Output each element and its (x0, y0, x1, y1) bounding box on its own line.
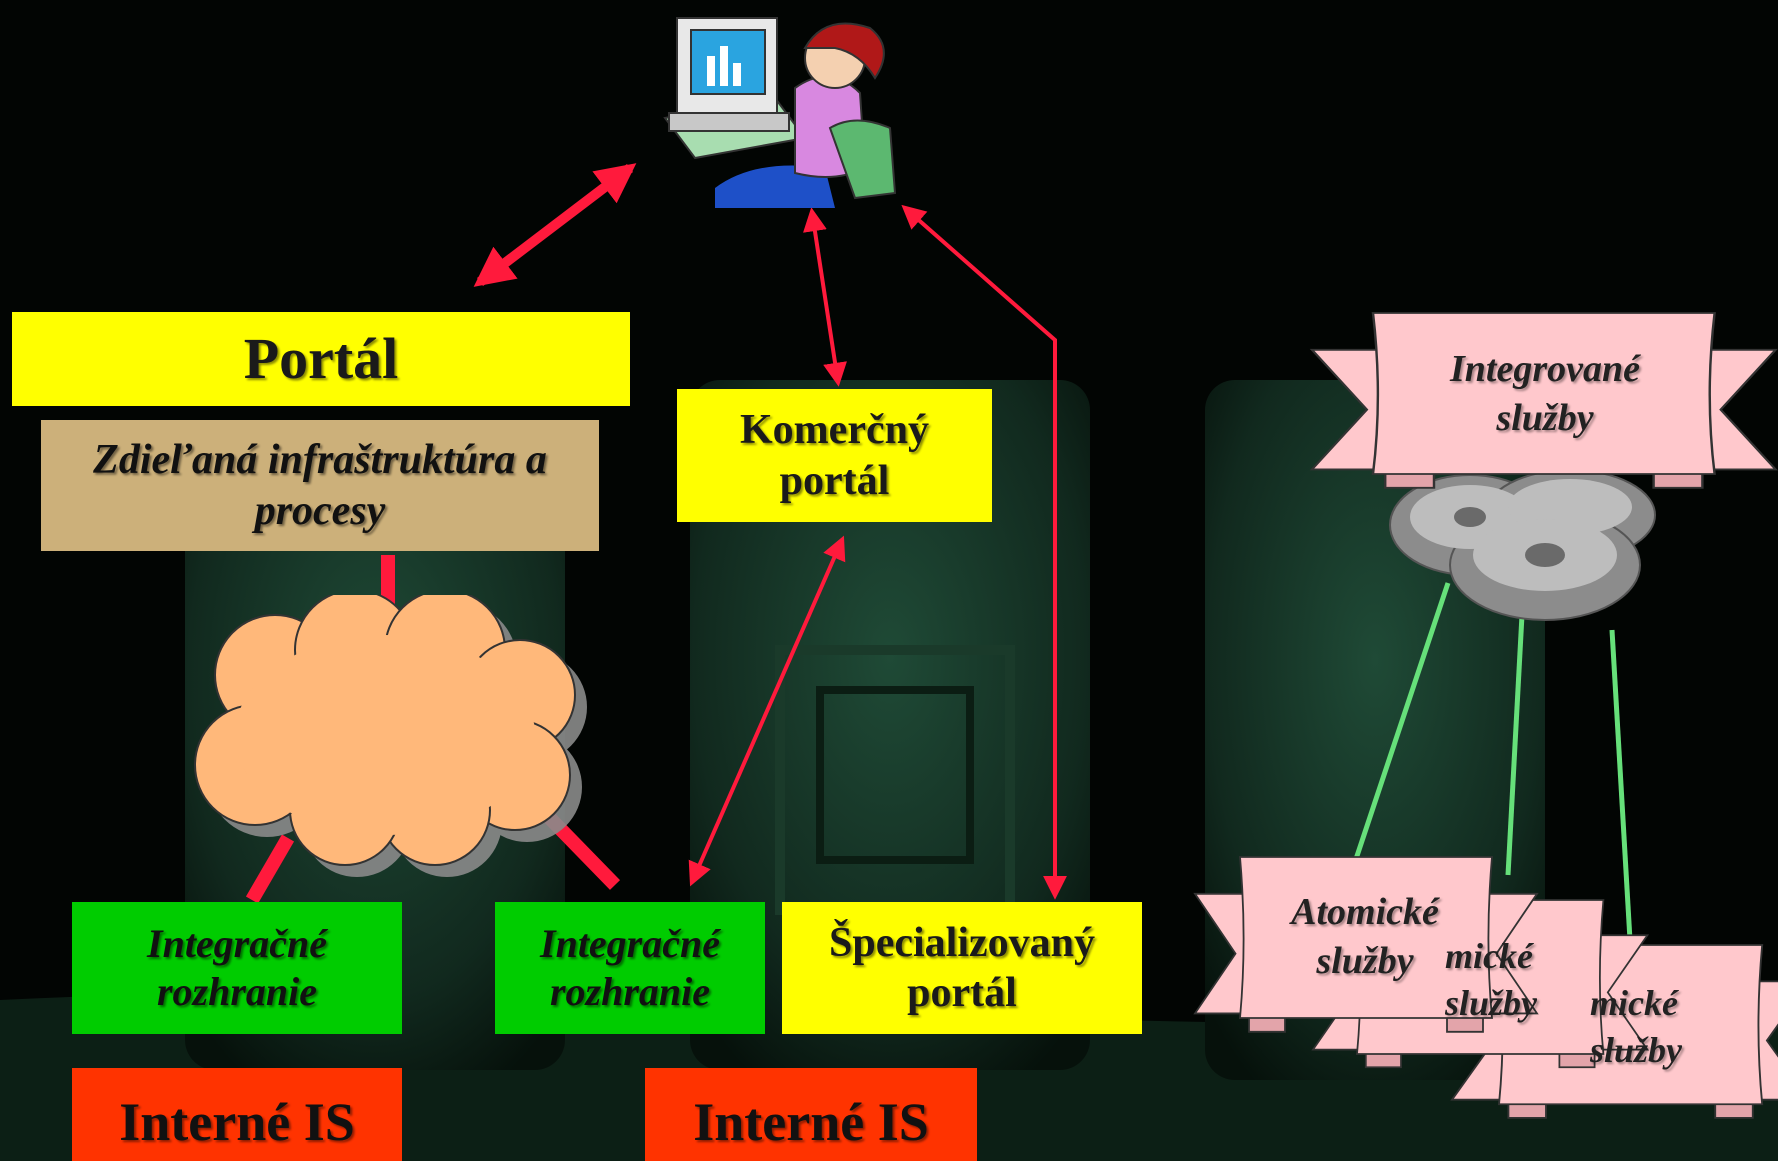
integrated-services-label: Integrované služby (1450, 348, 1640, 440)
integration-interface-left: Integračné rozhranie (72, 902, 402, 1034)
user-at-computer-icon (663, 17, 897, 208)
commercial-portal-box: Komerčný portál (677, 389, 992, 522)
portal-title-box: Portál (12, 312, 630, 406)
atomic-services-label: Atomické služby (1291, 891, 1439, 983)
internal-is-right: Interné IS (645, 1068, 977, 1161)
cloud-shape (194, 595, 587, 877)
gears-icon (1389, 469, 1656, 621)
shared-infrastructure-box: Zdieľaná infraštruktúra a procesy (41, 420, 599, 551)
internal-is-left: Interné IS (72, 1068, 402, 1161)
specialized-portal-box: Špecializovaný portál (782, 902, 1142, 1034)
integration-interface-right: Integračné rozhranie (495, 902, 765, 1034)
atomic-services-back1-label: mické služby (1445, 936, 1538, 1023)
atomic-services-back2-label: mické služby (1590, 983, 1683, 1070)
